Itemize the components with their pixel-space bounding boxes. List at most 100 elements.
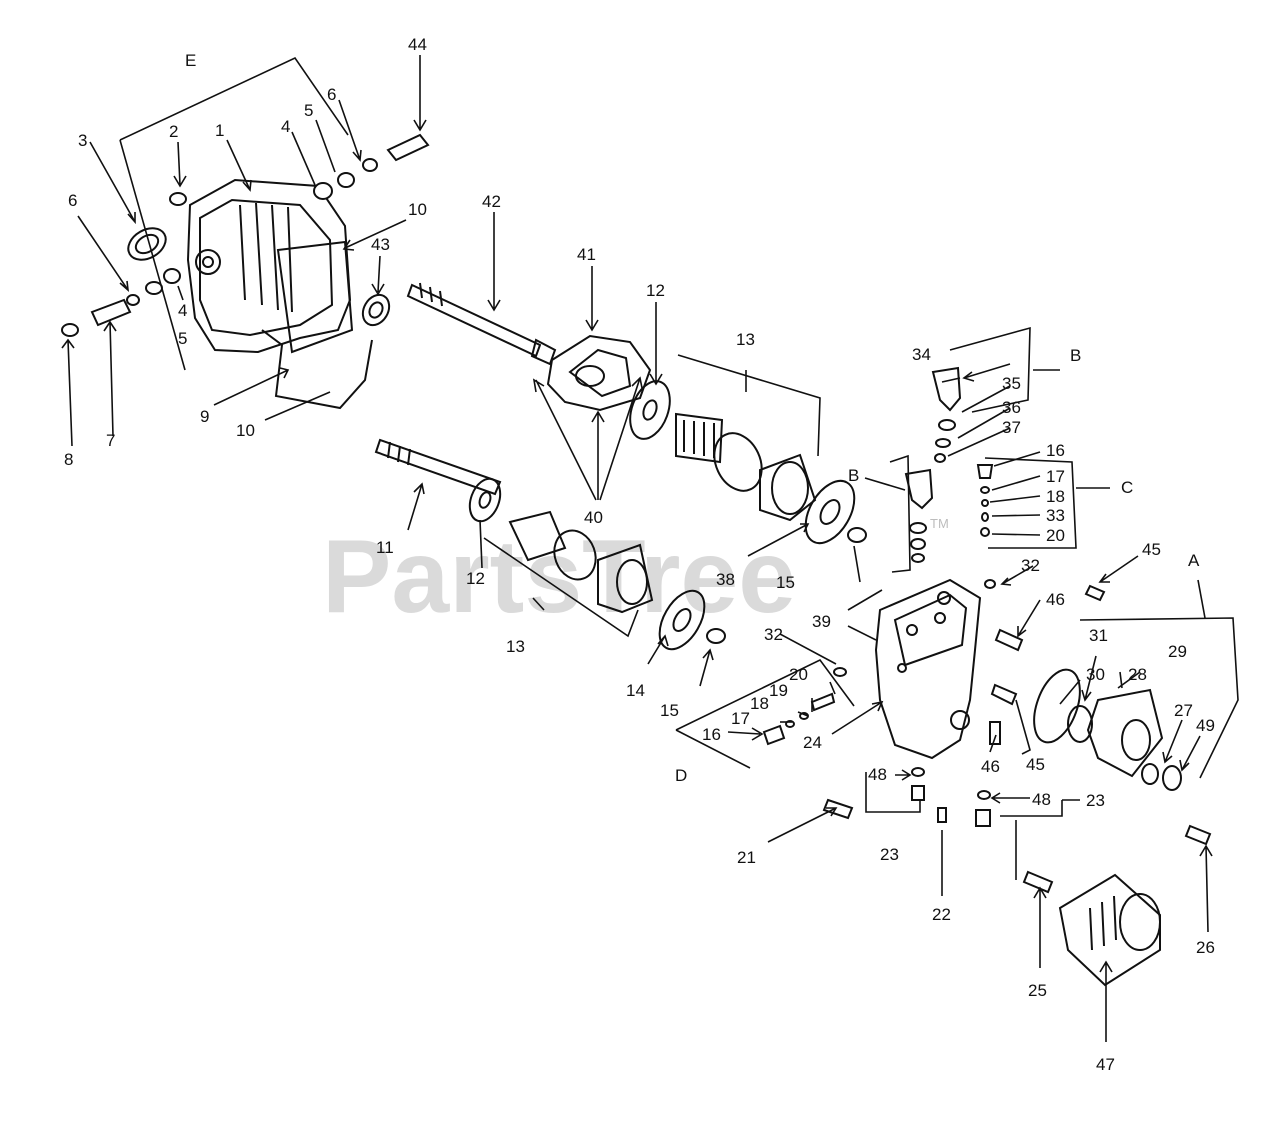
callout-28: 28: [1128, 665, 1147, 684]
callout-19: 19: [769, 681, 788, 700]
callout-37: 37: [1002, 418, 1021, 437]
callout-33: 33: [1046, 506, 1065, 525]
callout-42: 42: [482, 192, 501, 211]
callout-10-upper: 10: [408, 200, 427, 219]
callout-B-upper: B: [1070, 346, 1081, 365]
oil-filter-47-drawing: [1058, 873, 1161, 987]
callout-43: 43: [371, 235, 390, 254]
callout-39: 39: [812, 612, 831, 631]
callout-17-left: 17: [731, 709, 750, 728]
callout-47: 47: [1096, 1055, 1115, 1074]
callout-32-left: 32: [764, 625, 783, 644]
callout-18-right: 18: [1046, 487, 1065, 506]
callout-25: 25: [1028, 981, 1047, 1000]
callout-35: 35: [1002, 374, 1021, 393]
callout-E: E: [185, 51, 196, 70]
check-valve-d-drawing: [762, 667, 847, 746]
callout-15-upper: 15: [776, 573, 795, 592]
callout-40: 40: [584, 508, 603, 527]
callout-13-lower: 13: [506, 637, 525, 656]
valve-plate-14-drawing: [658, 589, 706, 651]
motor-lower-13-drawing: [508, 510, 654, 614]
callout-20-right: 20: [1046, 526, 1065, 545]
callout-36: 36: [1002, 398, 1021, 417]
callout-20-left: 20: [789, 665, 808, 684]
seal-3-drawing: [127, 227, 167, 261]
callout-23-left: 23: [880, 845, 899, 864]
callout-30: 30: [1086, 665, 1105, 684]
callout-44: 44: [408, 35, 427, 54]
callout-45-upper: 45: [1142, 540, 1161, 559]
callout-1: 1: [215, 121, 224, 140]
callout-16-right: 16: [1046, 441, 1065, 460]
callout-26: 26: [1196, 938, 1215, 957]
left-shaft-hardware-drawing: [61, 192, 187, 337]
callout-45-lower: 45: [1026, 755, 1045, 774]
callout-15-lower: 15: [660, 701, 679, 720]
callout-6-top: 6: [327, 85, 336, 104]
valve-plate-38-drawing: [804, 479, 856, 545]
assembly-brackets: [119, 56, 1239, 817]
shaft-11-drawing: [374, 438, 502, 496]
callout-24: 24: [803, 733, 822, 752]
callout-27: 27: [1174, 701, 1193, 720]
callout-14: 14: [626, 681, 645, 700]
bearing-15-upper-drawing: [847, 527, 867, 543]
callout-18-left: 18: [750, 694, 769, 713]
upper-shaft-hardware-drawing: [313, 133, 430, 200]
callout-11: 11: [376, 538, 394, 557]
callout-49: 49: [1196, 716, 1215, 735]
callout-16-left: 16: [702, 725, 721, 744]
leader-lines: [61, 55, 1213, 1042]
callout-2: 2: [169, 122, 178, 141]
callout-12-lower: 12: [466, 569, 485, 588]
thrust-washer-upper-12-drawing: [629, 380, 671, 440]
bearing-15-lower-drawing: [706, 628, 726, 644]
callout-5-left: 5: [178, 329, 187, 348]
center-section-24-drawing: [874, 578, 982, 760]
swashplate-41-drawing: [546, 334, 652, 412]
thrust-washer-lower-12-drawing: [468, 477, 502, 523]
shaft-42-drawing: [406, 282, 557, 366]
transmission-housing-drawing: [186, 178, 373, 410]
callout-32-right: 32: [1021, 556, 1040, 575]
callout-A: A: [1188, 551, 1200, 570]
filter-adapter-a-drawing: [1033, 668, 1182, 791]
callout-21: 21: [737, 848, 756, 867]
callout-labels: E 44 6 5 4 1 2 3 6 4 5 7 8 9 10 10 43 42…: [64, 35, 1215, 1074]
charge-relief-valve-b-drawing: [904, 468, 934, 563]
callout-41: 41: [577, 245, 596, 264]
callout-5-top: 5: [304, 101, 313, 120]
callout-4-left: 4: [178, 301, 187, 320]
callout-22: 22: [932, 905, 951, 924]
callout-46-upper: 46: [1046, 590, 1065, 609]
callout-10-lower: 10: [236, 421, 255, 440]
callout-3: 3: [78, 131, 87, 150]
callout-D: D: [675, 766, 687, 785]
callout-4-top: 4: [281, 117, 290, 136]
pump-upper-13-drawing: [675, 412, 817, 522]
callout-48-left: 48: [868, 765, 887, 784]
callout-C: C: [1121, 478, 1133, 497]
bearing-43-drawing: [361, 293, 391, 327]
callout-13-upper: 13: [736, 330, 755, 349]
callout-17-right: 17: [1046, 467, 1065, 486]
callout-12-upper: 12: [646, 281, 665, 300]
watermark-trademark: TM: [930, 516, 949, 531]
check-valve-c-drawing: [976, 464, 994, 537]
callout-8: 8: [64, 450, 73, 469]
callout-48-right: 48: [1032, 790, 1051, 809]
callout-6-left: 6: [68, 191, 77, 210]
relief-valve-34-drawing: [931, 366, 962, 463]
bolts-and-plugs-drawing: [822, 579, 1212, 894]
callout-23-right: 23: [1086, 791, 1105, 810]
callout-34: 34: [912, 345, 931, 364]
callout-31: 31: [1089, 626, 1108, 645]
callout-9: 9: [200, 407, 209, 426]
callout-29: 29: [1168, 642, 1187, 661]
callout-38: 38: [716, 570, 735, 589]
callout-46-lower: 46: [981, 757, 1000, 776]
callout-B-lower: B: [848, 466, 859, 485]
callout-7: 7: [106, 431, 115, 450]
